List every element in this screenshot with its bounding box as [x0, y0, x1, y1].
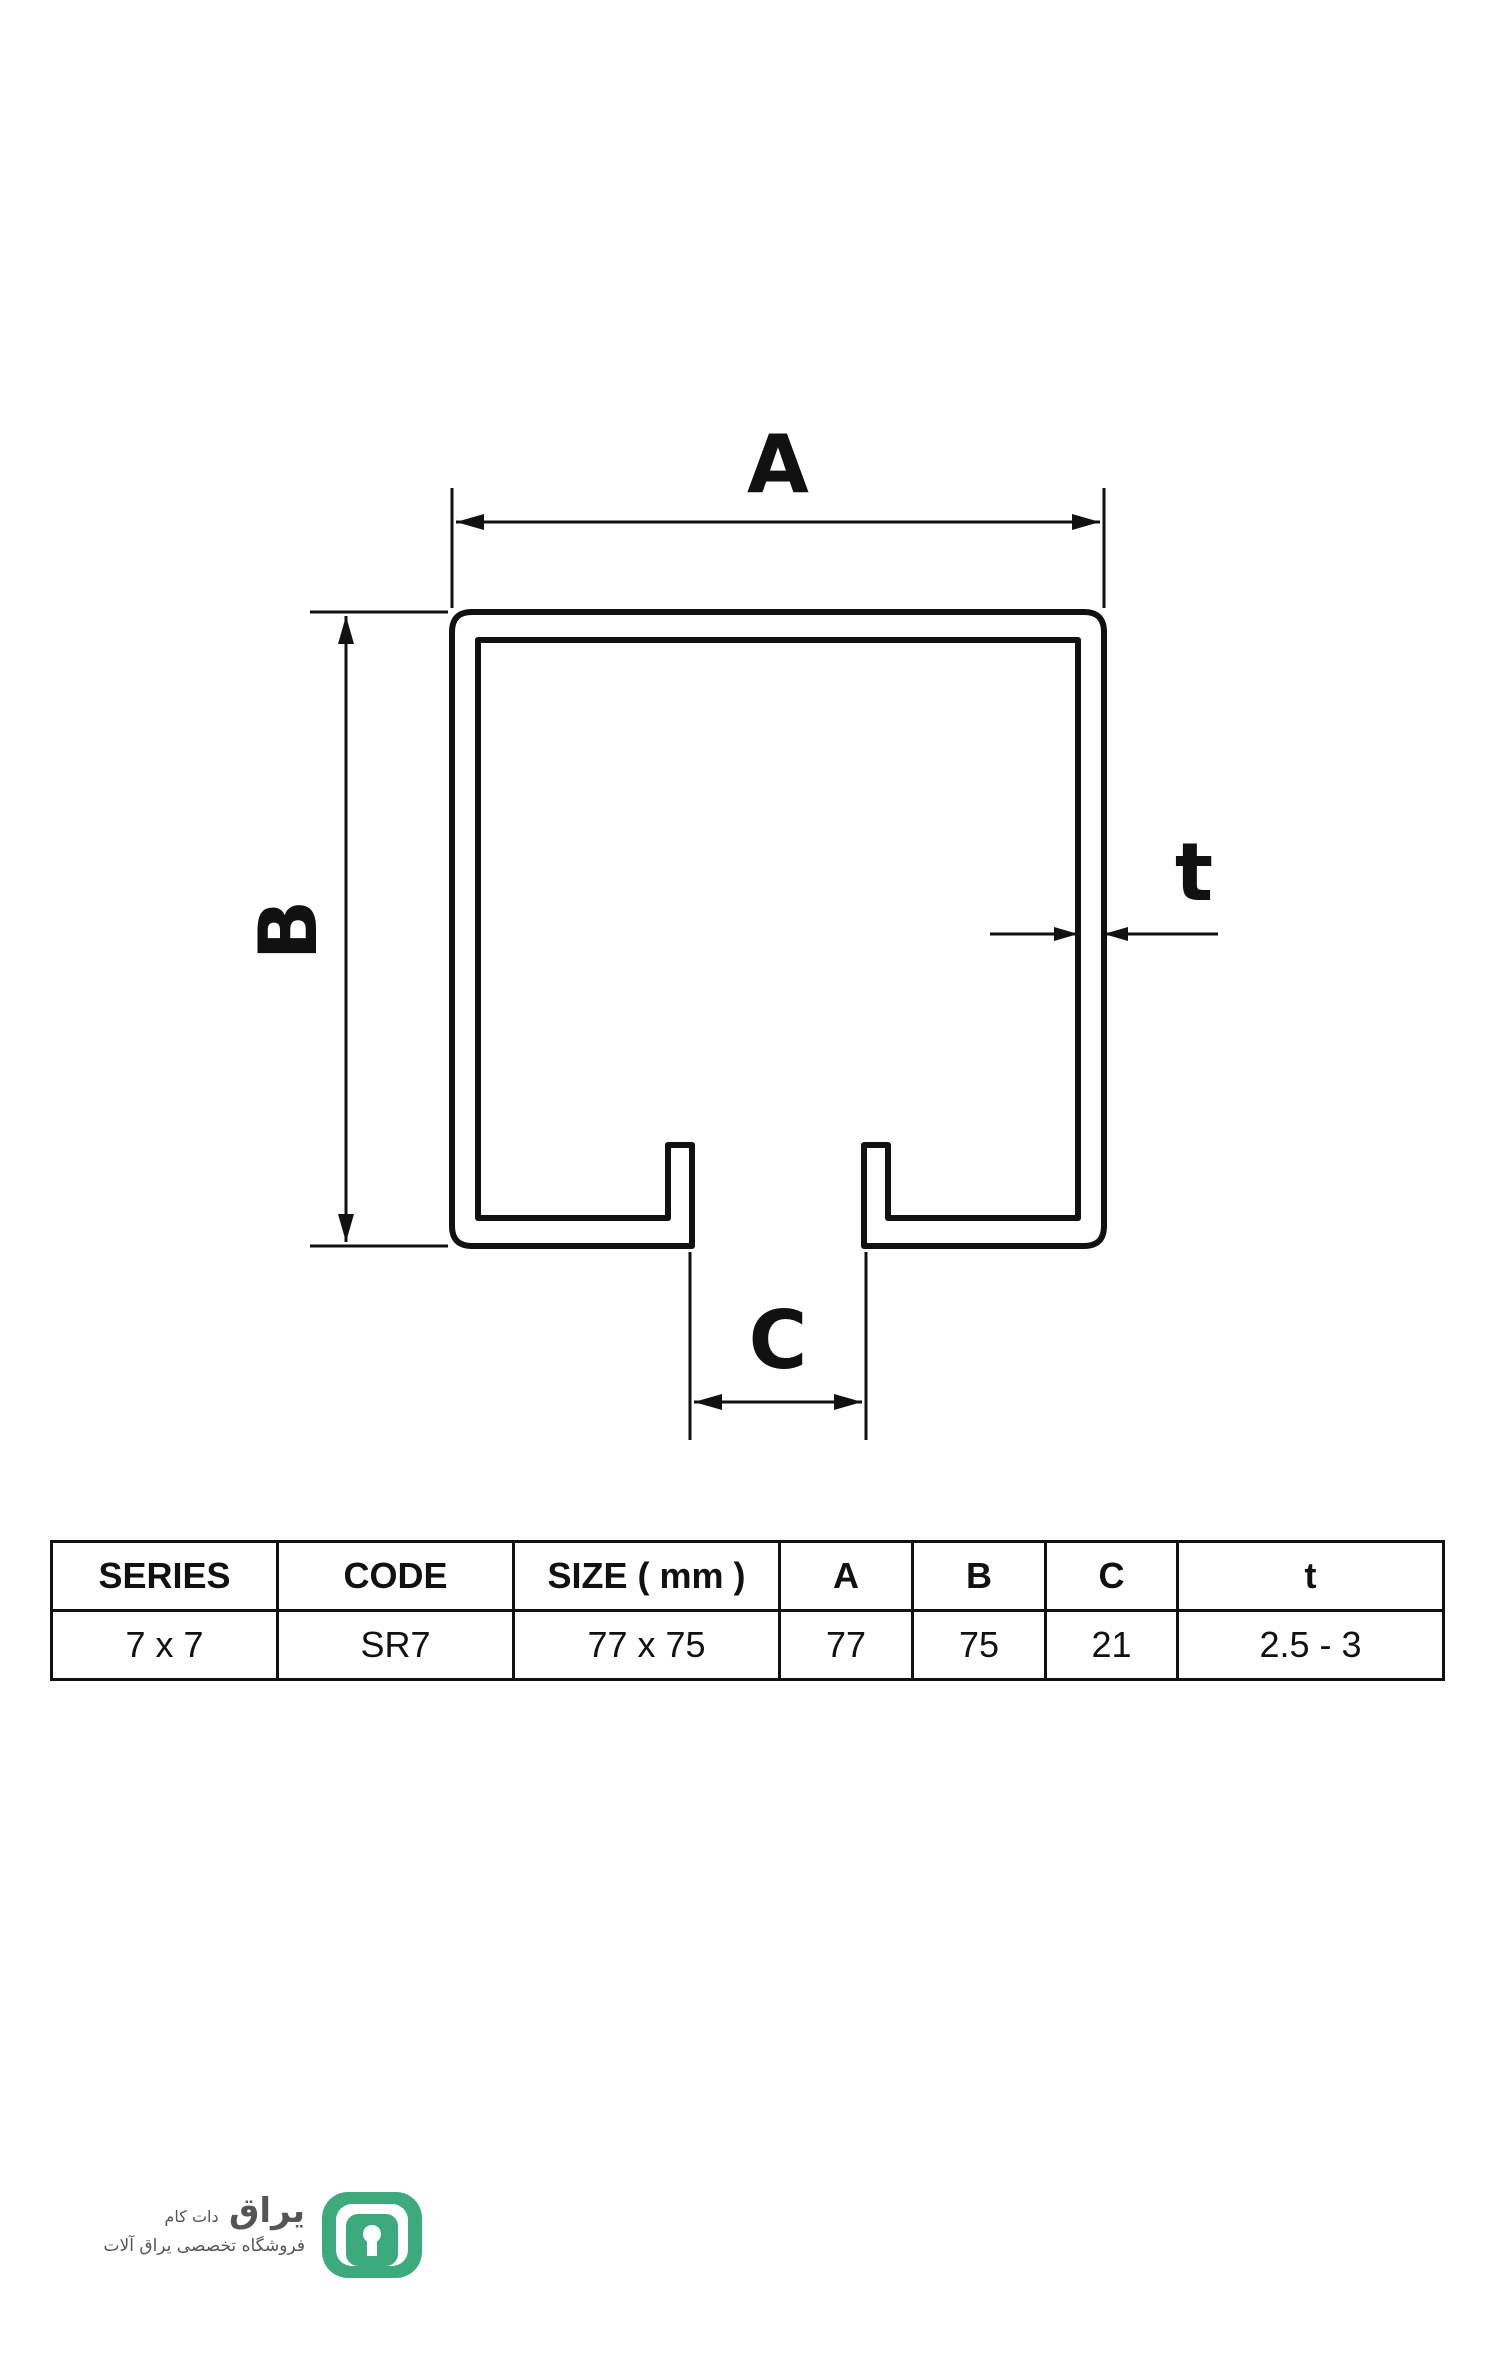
column-header-t: t — [1176, 1540, 1445, 1612]
dimension-t-label: t — [1175, 826, 1213, 919]
cell-series: 7 x 7 — [50, 1609, 279, 1681]
cell-c: 21 — [1044, 1609, 1179, 1681]
dimension-t-arrow-right — [1104, 927, 1128, 941]
dimension-c-arrow-right — [834, 1394, 862, 1410]
logo-keyhole-slot — [367, 2234, 377, 2256]
cell-t: 2.5 - 3 — [1176, 1609, 1445, 1681]
column-header-series: SERIES — [50, 1540, 279, 1612]
dimension-t-arrow-left — [1054, 927, 1078, 941]
brand-tagline: فروشگاه تخصصی یراق آلات — [103, 2236, 305, 2256]
channel-profile-diagram: A B C t — [242, 418, 1218, 1440]
dimension-a-arrow-right — [1072, 514, 1100, 530]
column-header-b: B — [911, 1540, 1047, 1612]
brand-text: یراق دات کام فروشگاه تخصصی یراق آلات — [100, 2190, 305, 2280]
profile-outer-outline — [449, 609, 1107, 1249]
brand-domain: دات کام — [164, 2207, 219, 2226]
dimension-a-label: A — [747, 418, 809, 511]
dimension-c-label: C — [749, 1294, 808, 1387]
cell-a: 77 — [778, 1609, 914, 1681]
table-row: 7 x 7 SR7 77 x 75 77 75 21 2.5 - 3 — [50, 1609, 1445, 1681]
dimension-b-label: B — [242, 900, 335, 961]
dimension-a: A — [450, 418, 1106, 608]
dimension-c-arrow-left — [694, 1394, 722, 1410]
dimension-b-arrow-top — [338, 616, 354, 644]
column-header-c: C — [1044, 1540, 1179, 1612]
dimension-b-arrow-bottom — [338, 1214, 354, 1242]
table-header-row: SERIES CODE SIZE ( mm ) A B C t — [50, 1540, 1445, 1612]
dimension-b: B — [242, 610, 448, 1248]
cell-size: 77 x 75 — [512, 1609, 781, 1681]
column-header-size: SIZE ( mm ) — [512, 1540, 781, 1612]
dimension-c: C — [688, 1252, 868, 1440]
column-header-a: A — [778, 1540, 914, 1612]
dimension-a-arrow-left — [456, 514, 484, 530]
dimension-t: t — [990, 826, 1218, 941]
brand-logo-block: یراق دات کام فروشگاه تخصصی یراق آلات — [100, 2190, 440, 2280]
cell-b: 75 — [911, 1609, 1047, 1681]
column-header-code: CODE — [276, 1540, 515, 1612]
cell-code: SR7 — [276, 1609, 515, 1681]
keyhole-logo-icon — [322, 2192, 422, 2278]
brand-name: یراق — [229, 2191, 305, 2231]
spec-table: SERIES CODE SIZE ( mm ) A B C t 7 x 7 SR… — [50, 1540, 1445, 1681]
